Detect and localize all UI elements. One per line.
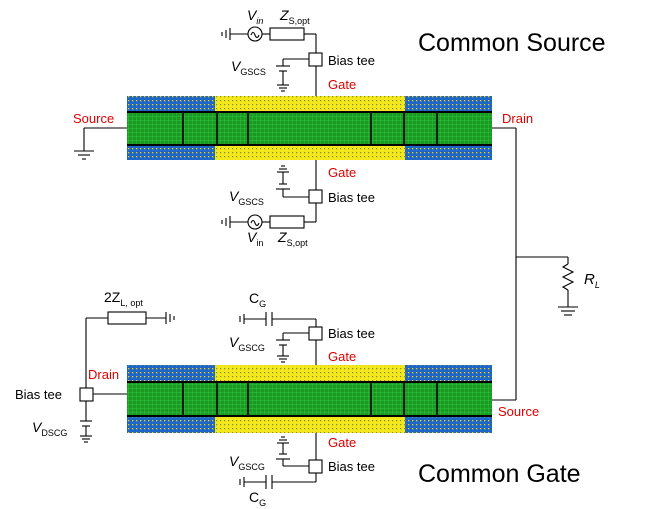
cs-transistor-line (127, 96, 492, 160)
cg-bottom-c-label: CG (249, 489, 266, 508)
cg-gate-bottom-label: Gate (328, 435, 356, 450)
cs-bottom-gate-network (221, 160, 323, 230)
cg-drain-bias-network (79, 311, 175, 443)
cg-bottom-bias-tee-label: Bias tee (328, 459, 375, 474)
cs-top-vin-label: Vin (247, 7, 263, 26)
cs-bottom-vin-label: Vin (247, 229, 263, 248)
cs-source-label: Source (73, 111, 114, 126)
cg-bottom-vg-label: VGSCG (229, 453, 265, 472)
cs-top-z-label: ZS,opt (279, 7, 310, 26)
load-resistor-label: RL (584, 271, 600, 290)
cg-left-z-label: 2ZL, opt (104, 289, 143, 308)
cs-top-bias-tee-label: Bias tee (328, 53, 375, 68)
cs-bottom-bias-tee-label: Bias tee (328, 190, 375, 205)
cg-top-vg-label: VGSCG (229, 334, 265, 353)
cs-bottom-vg-label: VGSCS (229, 188, 264, 207)
cg-left-vd-label: VDSCG (32, 419, 67, 438)
cs-top-gate-network (221, 26, 323, 96)
cs-bottom-z-label: ZS,opt (277, 229, 308, 248)
cs-gate-bottom-label: Gate (328, 165, 356, 180)
cg-top-bias-tee-label: Bias tee (328, 326, 375, 341)
cs-source-ground (74, 127, 127, 160)
cs-title: Common Source (418, 29, 606, 57)
cg-drain-label: Drain (88, 367, 119, 382)
cg-top-gate-network (239, 312, 323, 365)
cs-gate-top-label: Gate (328, 77, 356, 92)
cg-gate-top-label: Gate (328, 349, 356, 364)
cg-source-label: Source (498, 404, 539, 419)
cg-title: Common Gate (418, 460, 581, 488)
cg-bottom-gate-network (239, 433, 323, 489)
cs-top-vg-label: VGSCS (231, 58, 266, 77)
cg-top-c-label: CG (249, 290, 266, 309)
cg-left-bias-tee-label: Bias tee (15, 387, 62, 402)
cg-transistor-line (127, 365, 492, 433)
cs-drain-label: Drain (502, 111, 533, 126)
interstage-connection (492, 127, 578, 401)
